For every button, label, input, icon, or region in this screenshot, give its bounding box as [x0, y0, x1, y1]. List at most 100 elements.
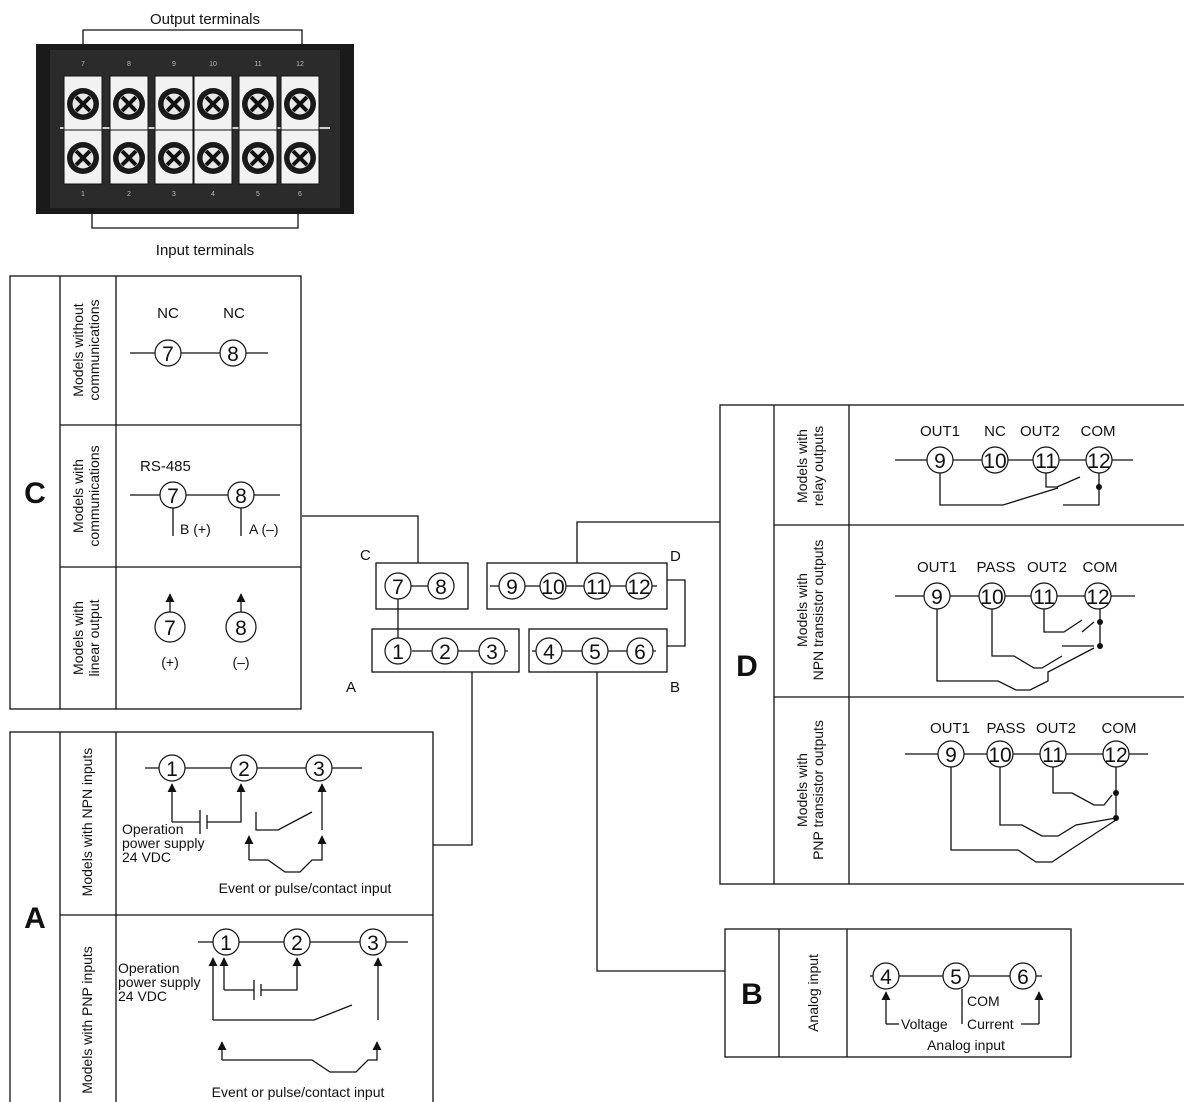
terminal-number: 1: [81, 191, 85, 198]
minus-label: (–): [232, 654, 249, 670]
panel-c-row2-title: Models withcommunications: [70, 445, 102, 546]
terminal-number: 5: [256, 191, 260, 198]
svg-text:5: 5: [589, 641, 601, 664]
terminal-4: [535, 637, 563, 665]
panel-a: A Models with NPN inputs Models with PNP…: [9, 731, 434, 1102]
terminal-2: [431, 637, 459, 665]
plus-label: (+): [161, 654, 179, 670]
svg-text:11: 11: [1042, 744, 1064, 767]
svg-text:PASS: PASS: [987, 720, 1026, 737]
terminal-number: 3: [172, 191, 176, 198]
analog-input-caption: Analog input: [927, 1037, 1005, 1053]
terminal-number: 7: [81, 61, 85, 68]
terminal-6: [1009, 962, 1037, 990]
npn-event-label: Event or pulse/contact input: [219, 880, 392, 896]
svg-text:NC: NC: [984, 423, 1006, 440]
screw-slot-icon: [204, 149, 222, 167]
screw-slot-icon: [120, 95, 138, 113]
panel-d-row3-title: Models withPNP transistor outputs: [794, 720, 826, 860]
svg-text:PASS: PASS: [977, 559, 1016, 576]
panel-c-row1-title: Models withoutcommunications: [70, 299, 102, 400]
svg-text:8: 8: [227, 343, 239, 366]
panel-c-letter: C: [24, 477, 46, 510]
screw-slot-icon: [249, 95, 267, 113]
panel-b-title: Analog input: [805, 954, 821, 1032]
b-plus-label: B (+): [180, 521, 211, 537]
svg-text:9: 9: [506, 576, 518, 599]
svg-text:11: 11: [1035, 450, 1057, 473]
panel-d-row2-title: Models withNPN transistor outputs: [794, 540, 826, 681]
screw-slot-icon: [291, 149, 309, 167]
svg-text:OUT2: OUT2: [1020, 423, 1060, 440]
input-terminals-label: Input terminals: [156, 242, 254, 259]
terminal-1: [212, 928, 240, 956]
label-b: B: [670, 679, 680, 696]
svg-text:COM: COM: [1083, 559, 1118, 576]
panel-d-row1-title: Models withrelay outputs: [794, 426, 826, 506]
svg-text:9: 9: [934, 450, 946, 473]
terminal-number: 11: [254, 61, 261, 68]
rs485-label: RS-485: [140, 458, 191, 475]
panel-a-row1-title: Models with NPN inputs: [79, 748, 95, 897]
panel-b: B Analog input 4 5 6 Voltage Current COM…: [724, 928, 1072, 1058]
svg-text:OUT1: OUT1: [920, 423, 960, 440]
panel-a-row2-title: Models with PNP inputs: [79, 946, 95, 1094]
svg-text:2: 2: [238, 758, 250, 781]
svg-text:12: 12: [1087, 450, 1110, 473]
svg-text:12: 12: [1104, 744, 1127, 767]
svg-text:12: 12: [627, 576, 650, 599]
svg-text:5: 5: [950, 966, 962, 989]
svg-text:3: 3: [486, 641, 498, 664]
terminal-12: [1084, 582, 1112, 610]
panel-c: C Models withoutcommunications Models wi…: [9, 275, 302, 710]
terminal-10: [539, 572, 567, 600]
svg-text:7: 7: [164, 617, 176, 640]
svg-text:3: 3: [367, 932, 379, 955]
svg-text:10: 10: [541, 576, 564, 599]
terminal-7: [154, 611, 186, 643]
label-c: C: [360, 547, 371, 564]
svg-text:8: 8: [435, 576, 447, 599]
svg-text:COM: COM: [1081, 423, 1116, 440]
terminal-8: [219, 339, 247, 367]
panel-b-letter: B: [741, 978, 763, 1011]
screw-slot-icon: [204, 95, 222, 113]
svg-text:7: 7: [167, 485, 179, 508]
terminal-11: [583, 572, 611, 600]
svg-text:10: 10: [983, 450, 1006, 473]
svg-text:11: 11: [586, 576, 608, 599]
svg-text:8: 8: [235, 617, 247, 640]
svg-text:2: 2: [439, 641, 451, 664]
nc-label-7: NC: [157, 305, 179, 322]
terminal-4: [872, 962, 900, 990]
label-d: D: [670, 548, 681, 565]
svg-text:6: 6: [634, 641, 646, 664]
svg-text:2: 2: [291, 932, 303, 955]
svg-text:3: 3: [313, 758, 325, 781]
terminal-number: 6: [298, 191, 302, 198]
terminal-12: [625, 572, 653, 600]
svg-text:11: 11: [1033, 586, 1055, 609]
svg-text:6: 6: [1017, 966, 1029, 989]
terminal-7: [384, 572, 412, 600]
screw-slot-icon: [249, 149, 267, 167]
svg-text:1: 1: [392, 641, 404, 664]
terminal-number: 2: [127, 191, 131, 198]
svg-text:COM: COM: [1102, 720, 1137, 737]
screw-slot-icon: [74, 149, 92, 167]
output-bracket: [82, 29, 303, 48]
svg-text:10: 10: [980, 586, 1003, 609]
terminal-number: 12: [296, 61, 304, 68]
terminal-10: [981, 446, 1009, 474]
screw-slot-icon: [120, 149, 138, 167]
svg-text:8: 8: [235, 485, 247, 508]
screw-slot-icon: [165, 95, 183, 113]
panel-a-letter: A: [24, 902, 46, 935]
svg-text:OUT2: OUT2: [1036, 720, 1076, 737]
svg-text:10: 10: [988, 744, 1011, 767]
terminal-7: [154, 339, 182, 367]
label-a: A: [346, 679, 356, 696]
